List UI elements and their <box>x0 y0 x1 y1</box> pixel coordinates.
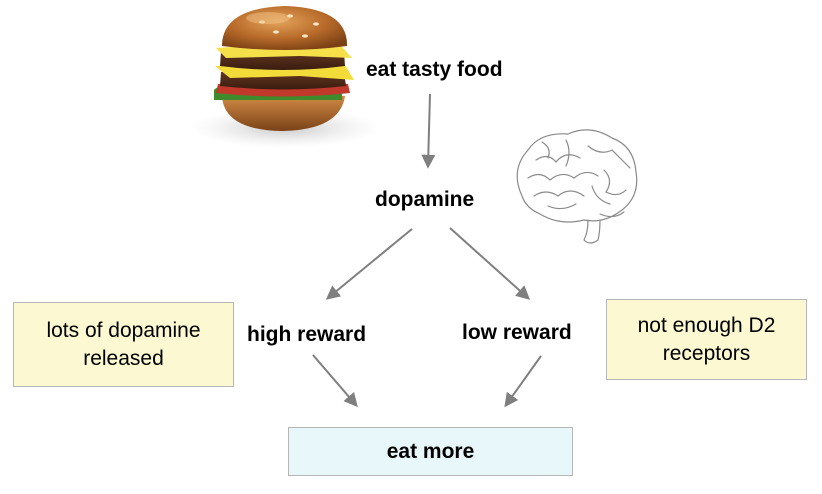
eat-more-box: eat more <box>288 427 573 476</box>
label-low-reward: low reward <box>462 321 572 344</box>
arrow-dopamine-to-low-reward <box>449 227 531 300</box>
arrow-high-reward-to-eat-more <box>312 354 358 408</box>
label-eat-tasty-food: eat tasty food <box>366 58 503 81</box>
note-right-text: not enough D2 receptors <box>637 313 776 365</box>
arrow-low-reward-to-eat-more <box>504 355 542 408</box>
label-high-reward: high reward <box>247 323 367 346</box>
arrow-food-to-dopamine <box>421 93 436 169</box>
note-left-box: lots of dopamine released <box>13 302 234 387</box>
arrow-dopamine-to-high-reward <box>325 228 413 300</box>
note-left-text: lots of dopamine released <box>46 318 201 370</box>
label-dopamine: dopamine <box>375 188 475 211</box>
eat-more-text: eat more <box>386 439 475 463</box>
note-right-box: not enough D2 receptors <box>606 299 807 380</box>
